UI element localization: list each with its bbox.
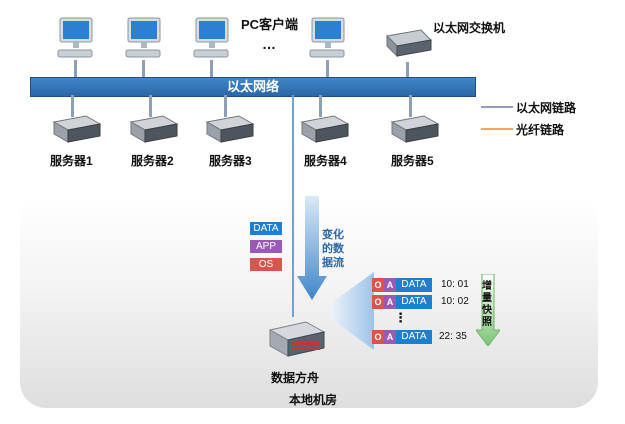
snapshot-data-mark: DATA <box>396 278 432 292</box>
snapshot-data-mark: DATA <box>396 330 432 344</box>
local-room-label: 本地机房 <box>289 393 338 407</box>
server-label: 服务器2 <box>131 154 174 168</box>
data-stream-label-1: 变化 <box>322 229 344 241</box>
server-icon <box>205 115 255 143</box>
server-label: 服务器5 <box>391 154 434 168</box>
pc-link-line <box>326 60 329 77</box>
snapshot-app-mark: A <box>384 295 396 309</box>
snapshot-os-mark: O <box>372 330 384 344</box>
pc-clients-label: PC客户端 <box>241 17 299 32</box>
os-tag: OS <box>250 258 282 271</box>
incremental-label-2: 量 <box>482 293 492 304</box>
ark-link-line <box>292 95 294 317</box>
pc-client-icon <box>309 17 345 58</box>
pc-client-icon <box>193 17 229 58</box>
legend-fiber-line <box>481 128 513 130</box>
snapshot-row: O A DATA <box>372 330 432 344</box>
snapshot-time: 10: 02 <box>441 296 469 307</box>
server-label: 服务器1 <box>50 154 93 168</box>
data-stream-arrow <box>297 196 327 300</box>
server-icon <box>300 115 350 143</box>
pc-link-line <box>210 60 213 77</box>
server-icon <box>390 115 440 143</box>
app-tag: APP <box>250 240 282 253</box>
server-label: 服务器3 <box>209 154 252 168</box>
legend-ethernet-line <box>481 106 513 108</box>
server-link-line <box>319 95 322 117</box>
snapshot-funnel <box>330 272 374 350</box>
server-icon <box>52 115 102 143</box>
server-icon <box>129 115 179 143</box>
snapshot-os-mark: O <box>372 278 384 292</box>
snapshot-data-mark: DATA <box>396 295 432 309</box>
switch-link-line <box>406 62 409 77</box>
legend-fiber-label: 光纤链路 <box>516 123 565 137</box>
snapshot-time: 22: 35 <box>439 331 467 342</box>
legend-ethernet-label: 以太网链路 <box>516 101 577 115</box>
incremental-label-4: 照 <box>482 317 492 328</box>
ethernet-switch-icon <box>385 29 433 58</box>
snapshot-time: 10: 01 <box>441 279 469 290</box>
data-stream-label-3: 据流 <box>322 257 344 269</box>
data-tag: DATA <box>250 222 282 235</box>
server-label: 服务器4 <box>304 154 347 168</box>
pc-link-line <box>142 60 145 77</box>
incremental-label-3: 快 <box>482 305 492 316</box>
pc-ellipsis: … <box>262 36 276 52</box>
snapshot-app-mark: A <box>384 330 396 344</box>
pc-client-icon <box>125 17 161 58</box>
pc-client-icon <box>57 17 93 58</box>
incremental-arrow <box>476 274 500 346</box>
switch-label: 以太网交换机 <box>433 21 506 35</box>
data-ark-icon <box>268 321 326 357</box>
pc-link-line <box>74 60 77 77</box>
incremental-label-1: 增 <box>482 281 492 292</box>
snapshot-app-mark: A <box>384 278 396 292</box>
snapshot-row: O A DATA <box>372 295 432 309</box>
server-link-line <box>149 95 152 117</box>
server-link-line <box>71 95 74 117</box>
snapshot-ellipsis: ⋮ <box>394 310 407 325</box>
data-stream-label-2: 的数 <box>322 243 344 255</box>
data-ark-label: 数据方舟 <box>271 371 320 385</box>
snapshot-os-mark: O <box>372 295 384 309</box>
snapshot-row: O A DATA <box>372 278 432 292</box>
server-link-line <box>409 95 412 117</box>
server-link-line <box>224 95 227 117</box>
ethernet-bar: 以太网络 <box>30 77 476 97</box>
